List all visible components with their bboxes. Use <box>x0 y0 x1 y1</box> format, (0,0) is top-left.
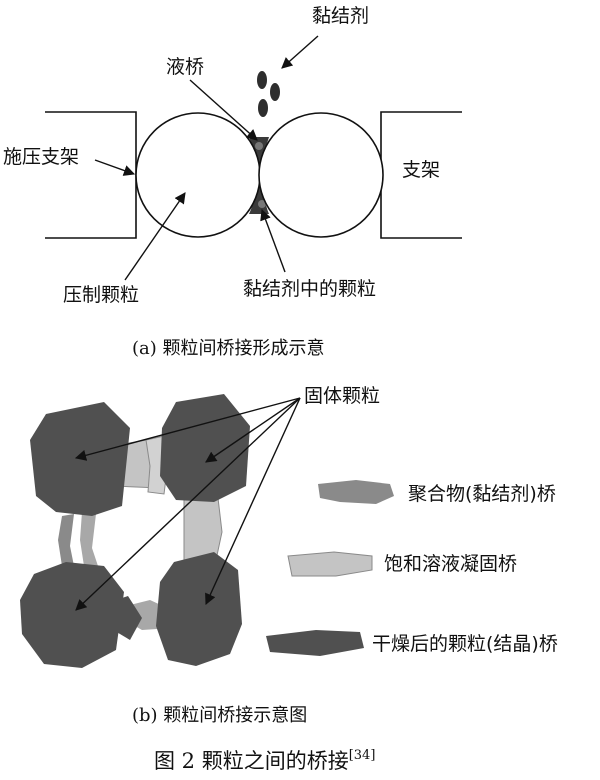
solid-particle-arrow <box>75 397 301 611</box>
binder-label: 黏结剂 <box>312 5 369 27</box>
liquid-bridge-label: 液桥 <box>166 56 204 78</box>
binder-droplet <box>257 71 267 89</box>
binder-droplet <box>258 99 268 117</box>
panel-a: 黏结剂 液桥 施压支架 支架 压制颗粒 黏结剂中的颗粒 (a) 颗粒间桥接形成示… <box>3 5 462 359</box>
legend-swatch-solution-bridge <box>287 551 373 577</box>
press-frame <box>45 111 137 239</box>
supported-particle <box>258 112 384 238</box>
bridge-particle <box>255 142 263 150</box>
solid-particle-arrow <box>74 397 301 461</box>
particle-in-binder-arrow <box>260 208 286 273</box>
binder-droplet <box>270 83 280 101</box>
panel-b: 固体颗粒 聚合物(黏结剂)桥 饱和溶液凝固桥 干燥后的颗粒(结晶)桥 (b) 颗… <box>20 385 558 726</box>
press-frame-label: 施压支架 <box>3 146 79 168</box>
legend-swatch-crystal-bridge <box>266 630 364 656</box>
legend-label-polymer-bridge: 聚合物(黏结剂)桥 <box>408 483 556 505</box>
support-label: 支架 <box>402 159 440 181</box>
panel-b-caption: (b) 颗粒间桥接示意图 <box>132 705 307 726</box>
solid-particle <box>30 402 130 516</box>
solid-particle-arrow <box>205 397 301 463</box>
legend: 聚合物(黏结剂)桥 饱和溶液凝固桥 干燥后的颗粒(结晶)桥 <box>266 480 558 656</box>
panel-a-caption: (a) 颗粒间桥接形成示意 <box>132 338 325 359</box>
figure-title-text: 图 2 颗粒之间的桥接 <box>154 749 349 773</box>
legend-label-solution-bridge: 饱和溶液凝固桥 <box>384 553 517 575</box>
pressed-particle <box>135 112 261 238</box>
polymer-bridge <box>80 512 98 566</box>
press-frame-arrow <box>94 159 136 176</box>
figure-reference: [34] <box>349 748 376 763</box>
bridge-particle <box>258 200 266 208</box>
liquid-bridge-arrow <box>189 79 258 141</box>
binder-arrow <box>281 35 319 69</box>
solid-particle-label: 固体颗粒 <box>304 385 380 407</box>
solid-particle <box>160 394 250 502</box>
polymer-bridge <box>58 514 74 566</box>
particle-in-binder-label: 黏结剂中的颗粒 <box>243 278 376 300</box>
pressed-particle-label: 压制颗粒 <box>63 284 139 306</box>
figure-title: 图 2 颗粒之间的桥接[34] <box>154 748 375 773</box>
pressed-particle-arrow <box>124 192 186 281</box>
solid-particle <box>156 552 242 666</box>
solid-particle-arrow <box>205 397 301 606</box>
solid-particle <box>20 562 124 668</box>
legend-label-crystal-bridge: 干燥后的颗粒(结晶)桥 <box>372 633 558 655</box>
legend-swatch-polymer-bridge <box>318 480 394 504</box>
solidified-solution-bridge <box>183 497 223 561</box>
